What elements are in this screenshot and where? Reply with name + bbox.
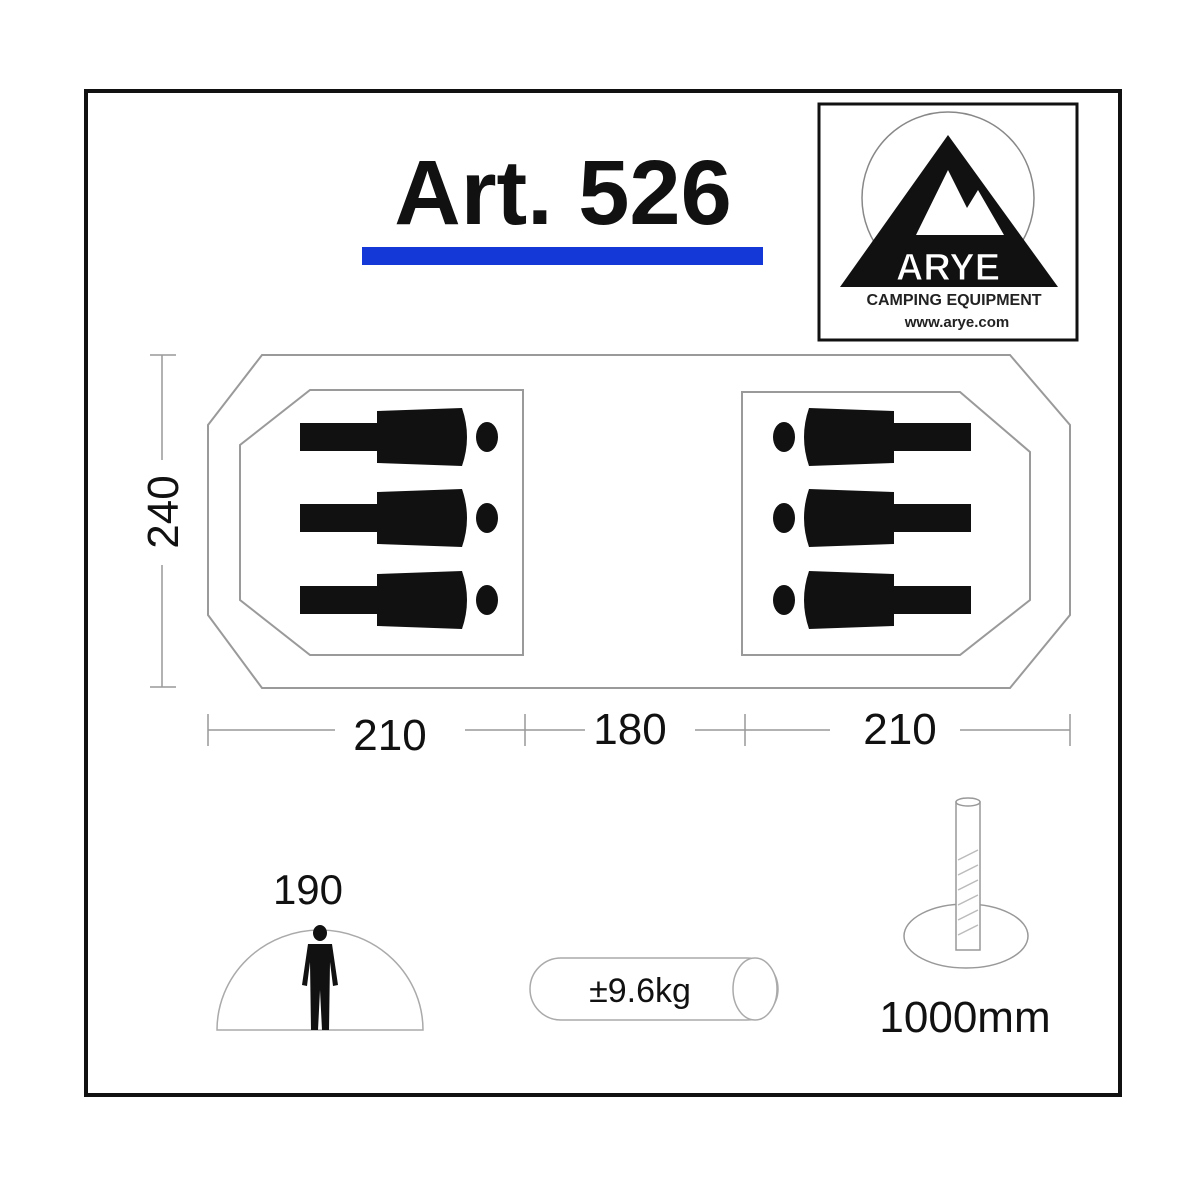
water-column-icon [903, 797, 1029, 969]
sleeping-person-icon [300, 489, 498, 547]
left-room-length: 210 [353, 711, 426, 760]
water-column-label: 1000mm [879, 993, 1050, 1042]
sleeping-person-icon [773, 489, 971, 547]
weight-label: ±9.6kg [589, 972, 691, 1010]
height-dome-icon [216, 925, 424, 1031]
arye-logo: ARYE CAMPING EQUIPMENT www.arye.com [817, 102, 1079, 342]
article-title: Art. 526 [394, 142, 732, 244]
logo-tagline: CAMPING EQUIPMENT [866, 292, 1041, 309]
middle-length: 180 [593, 705, 666, 754]
logo-website: www.arye.com [904, 314, 1010, 331]
logo-brand: ARYE [896, 247, 1000, 289]
length-dimension [207, 714, 1071, 746]
sleepers [300, 408, 971, 629]
right-room-length: 210 [863, 705, 936, 754]
sleeping-person-icon [300, 408, 498, 466]
sleeping-person-icon [300, 571, 498, 629]
sleeping-person-icon [773, 571, 971, 629]
width-label: 240 [139, 475, 188, 548]
sleeping-person-icon [773, 408, 971, 466]
width-dimension [150, 354, 176, 688]
person-silhouette-icon [302, 925, 338, 1030]
title-underline-bar [362, 247, 763, 265]
packed-bag-icon [529, 957, 779, 1021]
height-label: 190 [273, 866, 343, 913]
